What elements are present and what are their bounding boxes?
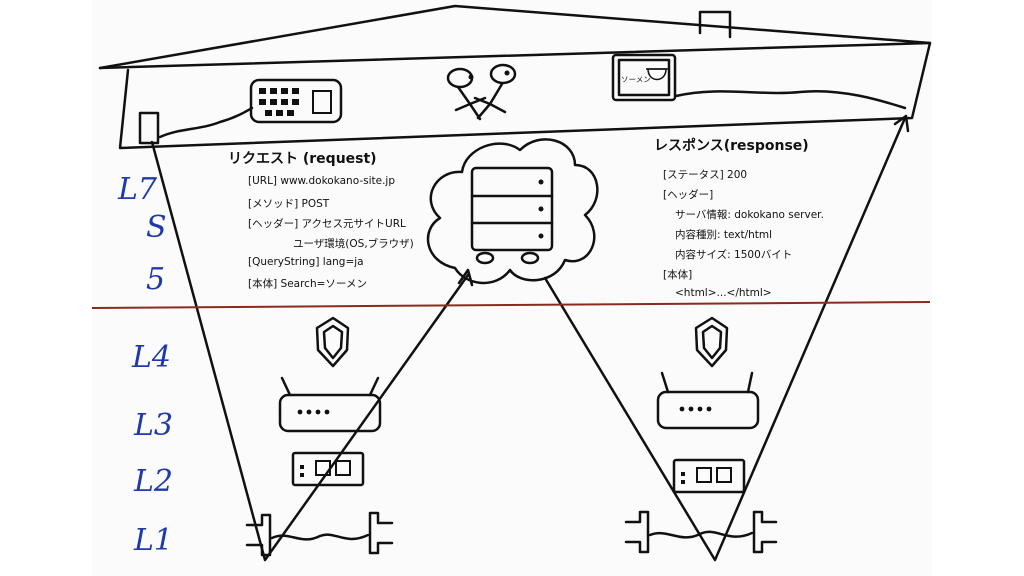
layer-label-l2: L2 bbox=[134, 464, 174, 499]
request-line-method: [メソッド] POST bbox=[248, 198, 330, 210]
shield-icon-left bbox=[315, 316, 350, 368]
response-line-content-size: 内容サイズ: 1500バイト bbox=[675, 249, 793, 261]
people-icon bbox=[446, 63, 517, 121]
layer-label-5: 5 bbox=[146, 262, 166, 297]
router-icon-left bbox=[278, 393, 382, 433]
cloud-icon bbox=[426, 138, 599, 285]
house-body bbox=[98, 41, 932, 150]
keyboard-cable bbox=[158, 106, 254, 139]
response-line-status: [ステータス] 200 bbox=[663, 169, 748, 181]
switch-icon-right bbox=[672, 458, 746, 494]
layer-label-l1: L1 bbox=[134, 523, 174, 558]
monitor-icon bbox=[611, 53, 677, 102]
response-line-body-label: [本体] bbox=[663, 269, 693, 281]
shield-icon-right bbox=[694, 316, 729, 368]
response-line-body: <html>...</html> bbox=[675, 287, 772, 299]
response-line-header: [ヘッダー] bbox=[663, 189, 714, 201]
request-line-querystring: [QueryString] lang=ja bbox=[248, 256, 364, 268]
layer-label-s: S bbox=[146, 210, 167, 245]
monitor-label: ソーメン bbox=[621, 75, 651, 84]
request-path bbox=[150, 140, 470, 562]
cable-right bbox=[648, 530, 754, 539]
keyboard-keys bbox=[259, 88, 332, 116]
response-path bbox=[543, 116, 907, 562]
cable-plug-icon-left-b bbox=[368, 511, 394, 555]
router-icon-right bbox=[656, 390, 760, 430]
monitor-cable bbox=[674, 90, 907, 110]
door-icon bbox=[138, 111, 160, 145]
layer-label-l3: L3 bbox=[134, 408, 174, 443]
paper-sheet bbox=[92, 0, 932, 576]
cable-plug-icon-right-a bbox=[624, 510, 650, 554]
layer-divider bbox=[91, 301, 931, 309]
cable-plug-icon-right-b bbox=[752, 510, 778, 554]
request-line-url: [URL] www.dokokano-site.jp bbox=[248, 175, 395, 187]
house-roof bbox=[98, 4, 932, 70]
response-line-content-type: 内容種別: text/html bbox=[675, 229, 773, 241]
request-line-body: [本体] Search=ソーメン bbox=[248, 278, 367, 290]
cable-plug-icon-left-a bbox=[245, 513, 272, 557]
request-line-user-env: ユーザ環境(OS,ブラウザ) bbox=[293, 238, 414, 250]
response-title: レスポンス(response) bbox=[654, 138, 809, 154]
layer-label-l7: L7 bbox=[118, 172, 158, 207]
chimney bbox=[698, 10, 732, 39]
request-title: リクエスト (request) bbox=[228, 151, 377, 167]
keyboard-icon bbox=[249, 78, 343, 124]
response-arrowhead bbox=[893, 114, 910, 133]
switch-icon-left bbox=[291, 451, 365, 487]
cable-left bbox=[270, 533, 370, 541]
request-line-header: [ヘッダー] アクセス元サイトURL bbox=[248, 218, 406, 230]
response-line-server: サーバ情報: dokokano server. bbox=[675, 209, 824, 221]
layer-label-l4: L4 bbox=[132, 340, 172, 375]
server-icon bbox=[470, 166, 554, 265]
